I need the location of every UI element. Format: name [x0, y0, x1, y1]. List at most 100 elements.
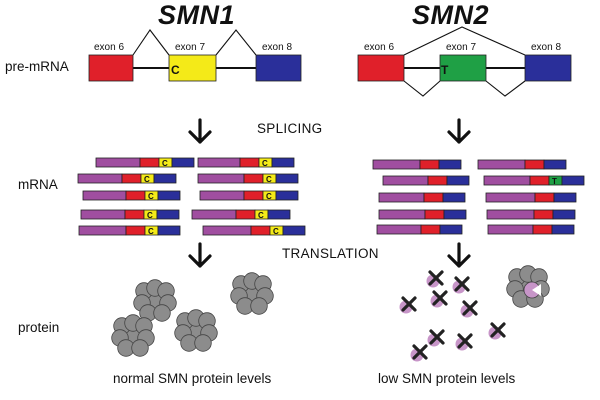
smn1-mrna-strand-utr	[197, 173, 245, 184]
smn1-mrna-strand-exon8	[153, 173, 177, 184]
smn2-exon6-label: exon 6	[364, 42, 394, 53]
smn2-mrna-strand-utr	[378, 192, 425, 203]
smn2-mrna-strand-utr	[372, 159, 421, 170]
protein-cluster-icon	[111, 314, 155, 357]
smn1-mrna-strand-exon8	[275, 173, 299, 184]
smn1-splice-connector-left	[132, 29, 170, 56]
protein-cluster-icon	[133, 279, 177, 322]
smn1-mrna-strand-nucleotide: C	[148, 192, 154, 201]
smn2-splice-connector-left	[403, 80, 441, 97]
smn2-mrna-strand-exon6	[424, 209, 445, 220]
smn1-mrna-strand-exon8	[282, 225, 306, 236]
smn1-outcome-caption: normal SMN protein levels	[113, 371, 272, 386]
smn1-mrna-strand-utr	[202, 225, 252, 236]
smn2-exon7-label: exon 7	[446, 42, 476, 53]
smn1-exon7-nucleotide: C	[171, 63, 180, 77]
smn2-mrna-strand-exon6	[427, 175, 448, 186]
smn1-mrna-strand-exon6	[243, 190, 264, 201]
smn1-mrna-strand-exon8	[157, 190, 181, 201]
smn2-mrna-strand-exon8	[561, 175, 585, 186]
smn1-mrna-strand-nucleotide: C	[162, 159, 168, 168]
smn2-mrna-strand-exon8	[443, 209, 467, 220]
smn1-mrna-strand-nucleotide: C	[148, 227, 154, 236]
smn1-mrna-strand-exon8	[271, 157, 295, 168]
degraded-protein-x-icon	[457, 333, 473, 349]
down-arrow-icon	[188, 118, 212, 144]
smn1-mrna-strand-exon6	[239, 157, 260, 168]
protein-subunit	[194, 334, 212, 352]
smn1-mrna-strand-exon8	[156, 209, 180, 220]
smn2-mrna-strand-exon8	[438, 159, 462, 170]
smn2-mrna-strand-utr	[378, 209, 426, 220]
smn2-mrna-strand-exon6	[534, 192, 555, 203]
smn1-mrna-strand-exon6	[124, 209, 145, 220]
smn1-mrna-strand-utr	[191, 209, 237, 220]
protein-row-label: protein	[18, 320, 60, 335]
splicing-step-label: SPLICING	[257, 121, 323, 136]
smn1-mrna-strand-utr	[77, 173, 123, 184]
protein-subunit	[250, 297, 268, 315]
smn1-mrna-strand-exon8	[171, 157, 195, 168]
pre-mrna-row-label: pre-mRNA	[5, 59, 69, 74]
smn1-exon7-box	[168, 54, 217, 82]
down-arrow-icon	[447, 118, 471, 144]
smn1-mrna-strand-exon8	[275, 190, 299, 201]
smn1-mrna-strand-exon6	[139, 157, 160, 168]
smn2-gene-title: SMN2	[412, 0, 490, 30]
protein-cluster-icon	[174, 309, 218, 352]
smn2-outcome-caption: low SMN protein levels	[378, 371, 516, 386]
degraded-protein-x-icon	[432, 290, 448, 306]
smn1-splice-connector-right	[215, 29, 257, 56]
protein-subunit	[131, 339, 149, 357]
smn1-exon8-label: exon 8	[262, 42, 292, 53]
smn1-exon6-box	[88, 54, 134, 82]
down-arrow-icon	[188, 242, 212, 268]
smn2-mrna-strand-utr	[477, 159, 526, 170]
smn2-mrna-strand-utr	[382, 175, 429, 186]
truncated-protein-notch	[532, 284, 541, 296]
smn1-mrna-strand-exon8	[157, 225, 181, 236]
smn1-mrna-strand-exon6	[235, 209, 256, 220]
smn1-mrna-strand-exon6	[125, 190, 146, 201]
smn1-mrna-strand-utr	[95, 157, 141, 168]
smn2-mrna-strand-exon6	[529, 175, 550, 186]
smn1-mrna-strand-utr	[78, 225, 127, 236]
smn1-mrna-strand-nucleotide: C	[266, 175, 272, 184]
smn1-mrna-strand-nucleotide: C	[266, 192, 272, 201]
smn2-mrna-strand-exon8	[439, 224, 463, 235]
smn2-splice-connector-right	[485, 80, 526, 97]
degraded-protein-x-icon	[429, 329, 445, 345]
degraded-protein-x-icon	[428, 270, 444, 286]
smn2-mrna-strand-exon6	[423, 192, 444, 203]
smn1-exon6-label: exon 6	[94, 42, 124, 53]
down-arrow-icon	[447, 242, 471, 268]
smn1-exon7-label: exon 7	[175, 42, 205, 53]
smn2-mrna-strand-utr	[487, 224, 534, 235]
smn1-mrna-strand-exon6	[121, 173, 142, 184]
smn2-mrna-strand-utr	[376, 224, 422, 235]
smn1-mrna-strand-nucleotide: C	[144, 175, 150, 184]
degraded-protein-x-icon	[412, 344, 428, 360]
translation-step-label: TRANSLATION	[282, 246, 379, 261]
smn1-mrna-strand-utr	[80, 209, 126, 220]
smn1-mrna-strand-exon8	[267, 209, 291, 220]
smn1-mrna-strand-utr	[82, 190, 127, 201]
smn1-mrna-strand-utr	[197, 157, 241, 168]
smn1-mrna-strand-exon6	[125, 225, 146, 236]
smn1-mrna-strand-nucleotide: C	[147, 211, 153, 220]
smn2-exon6-box	[357, 54, 405, 82]
smn2-mrna-strand-exon6	[420, 224, 441, 235]
smn2-mrna-strand-exon6	[532, 224, 553, 235]
smn2-mrna-strand-exon6	[419, 159, 440, 170]
smn2-mrna-strand-utr	[485, 192, 536, 203]
smn1-exon8-box	[255, 54, 302, 82]
protein-subunit	[153, 304, 171, 322]
smn2-mrna-strand-exon8	[553, 192, 577, 203]
smn2-exon8-label: exon 8	[531, 42, 561, 53]
smn1-mrna-strand-exon6	[250, 225, 271, 236]
smn2-mrna-strand-exon8	[543, 159, 567, 170]
smn2-mrna-strand-nucleotide: T	[552, 177, 557, 186]
mrna-row-label: mRNA	[18, 177, 58, 192]
degraded-protein-x-icon	[462, 300, 478, 316]
smn2-exon7-box	[439, 54, 487, 82]
